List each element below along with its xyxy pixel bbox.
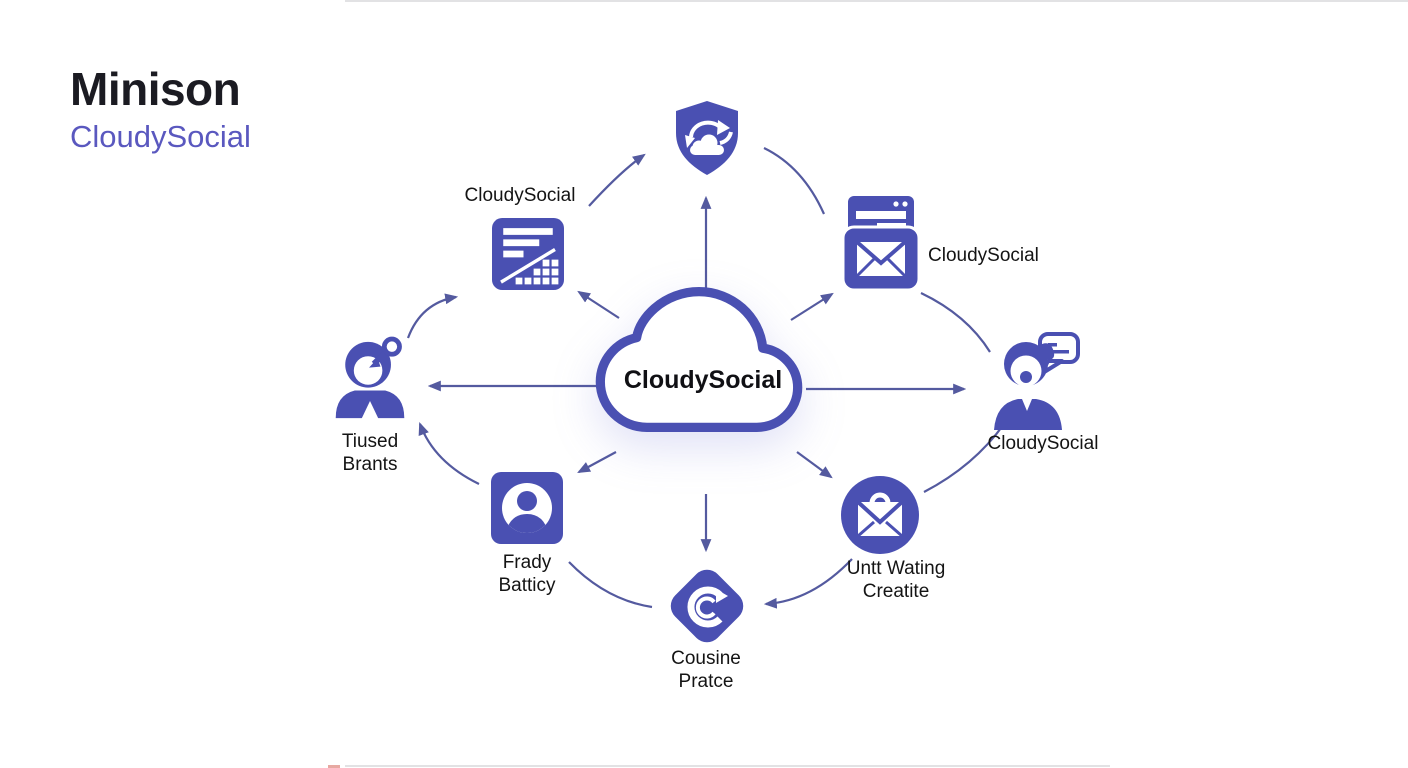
- arrow-center-to-webmail: [790, 292, 834, 321]
- refresh-node-label-line2: Pratce: [678, 671, 734, 692]
- curve-avatar-to-refresh: [568, 561, 653, 609]
- arrow-center-to-report: [577, 290, 620, 319]
- arrow-center-to-bag: [796, 451, 833, 479]
- curve-search-to-report: [406, 293, 459, 339]
- avatar-node-label: Frady Batticy: [452, 551, 602, 597]
- logo-title: Minison: [70, 63, 241, 115]
- report-chart-icon: [492, 218, 564, 290]
- refresh-node-label-line1: Cousine: [671, 648, 741, 669]
- top-edge-line: [345, 0, 1408, 2]
- bag-node-label-line1: Untt Wating: [846, 558, 946, 579]
- chat-node-label: CloudySocial: [987, 433, 1099, 454]
- avatar-node-label-line2: Batticy: [498, 575, 556, 596]
- user-avatar-icon: [491, 472, 563, 544]
- bag-node-label-line2: Creatite: [862, 581, 930, 602]
- curve-bag-to-refresh: [763, 558, 853, 609]
- report-node-label: CloudySocial: [464, 185, 576, 206]
- center-cloud-label: CloudySocial: [623, 366, 783, 394]
- bottom-edge-line: [345, 765, 1110, 767]
- refresh-diamond-icon: [670, 569, 744, 643]
- search-node-label-line2: Brants: [342, 454, 398, 475]
- bag-node-label: Untt Wating Creatite: [811, 557, 981, 603]
- refresh-node-label: Cousine Pratce: [626, 647, 786, 693]
- shield-cloud-sync-icon: [676, 101, 738, 175]
- arrow-center-to-avatar: [577, 451, 617, 474]
- curve-chat-to-bag: [923, 423, 1005, 493]
- curve-webmail-to-chat: [920, 292, 991, 353]
- browser-mail-icon: [843, 196, 919, 292]
- curve-shield-to-webmail: [763, 147, 826, 215]
- bottom-edge-red-dash: [328, 765, 340, 768]
- person-chat-icon: [994, 332, 1080, 430]
- logo: Minison CloudySocial: [70, 66, 251, 152]
- logo-subtitle: CloudySocial: [70, 119, 251, 154]
- cloud-outline-icon: [595, 287, 803, 432]
- curve-report-to-shield: [588, 153, 646, 207]
- shopping-mail-icon: [841, 476, 919, 554]
- webmail-node-label: CloudySocial: [928, 245, 1039, 266]
- search-node-label-line1: Tiused: [341, 431, 399, 452]
- search-node-label: Tiused Brants: [295, 430, 445, 476]
- person-search-icon: [335, 336, 405, 420]
- avatar-node-label-line1: Frady: [502, 552, 552, 573]
- curve-avatar-to-search: [418, 421, 480, 485]
